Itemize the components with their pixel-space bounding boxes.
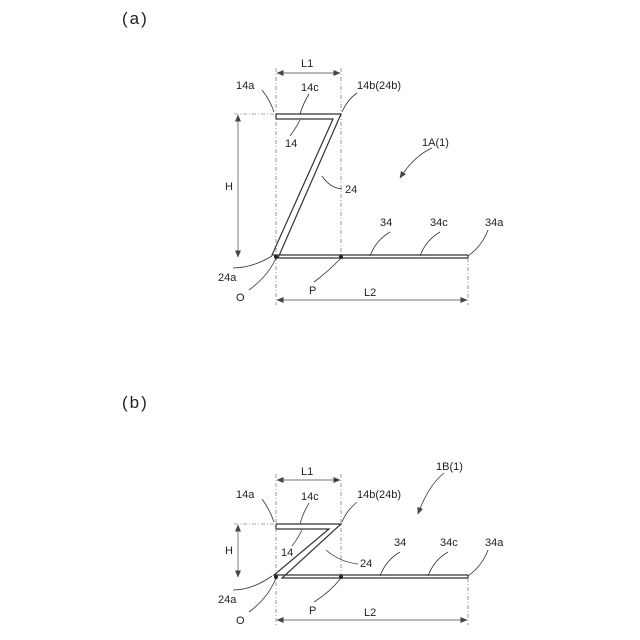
panel-b-label-24: 24: [360, 558, 372, 570]
panel-b-label-p: P: [309, 605, 316, 617]
panel-b-label-assembly: 1B(1): [436, 461, 463, 473]
panel-a-label-34c: 34c: [430, 217, 448, 229]
panel-a-leader-o: [249, 258, 276, 290]
panel-b-label-o: O: [236, 615, 245, 627]
panel-b-label-14c: 14c: [301, 491, 319, 503]
panel-b-caption: (b): [122, 393, 149, 412]
panel-a-leader-34c: [420, 232, 440, 256]
panel-b-leader-34c: [428, 552, 448, 576]
panel-b-leader-14c: [300, 503, 309, 524]
panel-b-label-24a: 24a: [218, 594, 237, 606]
panel-a-label-34: 34: [380, 217, 392, 229]
panel-a-leader-14b: [342, 93, 357, 112]
panel-a-leader-34: [370, 232, 390, 256]
panel-a-caption: (a): [122, 9, 149, 28]
panel-a-leader-p: [314, 258, 341, 282]
panel-b-leader-14: [292, 530, 302, 546]
panel-a-label-14c: 14c: [301, 82, 319, 94]
panel-b-leader-34: [380, 552, 400, 576]
panel-b-l2-label: L2: [364, 607, 376, 619]
panel-a-label-34a: 34a: [485, 217, 504, 229]
panel-a-label-24: 24: [345, 184, 357, 196]
panel-a-l2-label: L2: [364, 287, 376, 299]
panel-a: (a) L1 H L2: [122, 9, 504, 305]
panel-a-part-outer-wall: [276, 114, 468, 258]
panel-b-leader-34a: [468, 550, 488, 576]
panel-b-leader-p: [314, 578, 341, 602]
panel-b-leader-24: [326, 550, 358, 564]
panel-a-label-assembly: 1A(1): [422, 137, 449, 149]
panel-a-leader-34a: [468, 230, 488, 256]
panel-b-leader-24a: [233, 576, 272, 590]
panel-a-label-14b: 14b(24b): [357, 80, 401, 92]
panel-a-label-24a: 24a: [218, 272, 237, 284]
panel-a-label-p: P: [309, 285, 316, 297]
panel-b-leader-o: [249, 578, 276, 612]
panel-b-leader-14b: [342, 502, 357, 522]
panel-b-label-14b: 14b(24b): [357, 489, 401, 501]
panel-b-label-34a: 34a: [485, 537, 504, 549]
panel-a-h-label: H: [225, 181, 233, 193]
panel-a-label-14: 14: [285, 138, 297, 150]
panel-a-leader-24a: [233, 256, 272, 268]
panel-b: (b) L1 H L2: [122, 393, 504, 627]
panel-a-leader-14c: [300, 94, 309, 114]
panel-b-leader-assembly: [418, 473, 444, 514]
panel-b-leader-14a: [262, 499, 274, 522]
panel-b-label-34: 34: [394, 537, 406, 549]
panel-a-leader-14: [290, 120, 300, 136]
panel-a-label-o: O: [236, 292, 245, 304]
panel-b-label-34c: 34c: [440, 537, 458, 549]
panel-b-h-label: H: [225, 545, 233, 557]
panel-a-leader-assembly: [400, 148, 432, 178]
panel-a-leader-24: [322, 176, 342, 189]
panel-a-leader-14a: [262, 90, 274, 112]
panel-a-label-14a: 14a: [236, 80, 255, 92]
panel-b-label-14: 14: [281, 547, 293, 559]
panel-a-l1-label: L1: [301, 58, 313, 70]
panel-b-label-14a: 14a: [236, 489, 255, 501]
panel-b-l1-label: L1: [301, 466, 313, 478]
